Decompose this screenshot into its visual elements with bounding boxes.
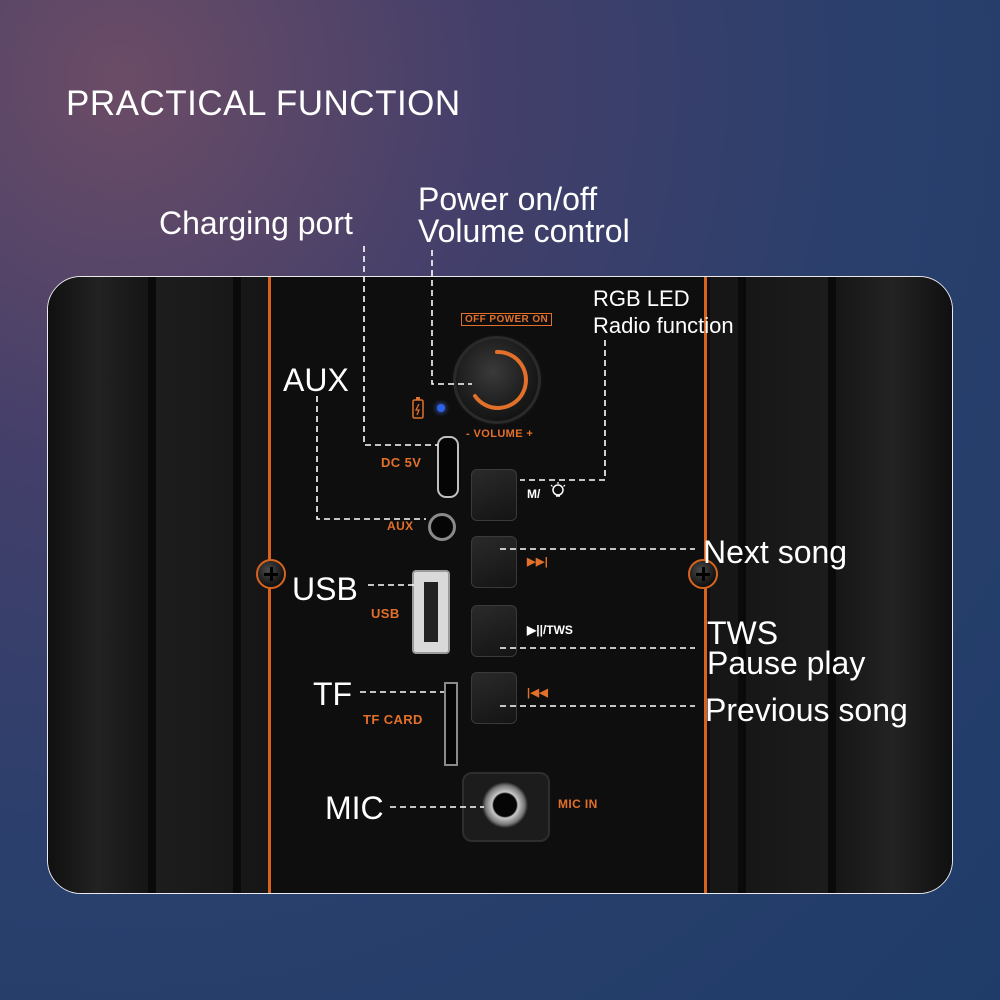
tf-card-slot[interactable] <box>444 682 458 766</box>
panel-ridge <box>828 277 836 893</box>
play-pause-tws-button[interactable] <box>471 605 517 657</box>
usb-port[interactable] <box>412 570 450 654</box>
play-tws-label: ▶||/TWS <box>527 623 573 637</box>
next-label: ▶▶| <box>527 556 549 568</box>
callout-tws: TWS <box>707 615 779 651</box>
prev-label: |◀◀ <box>527 687 549 699</box>
bulb-icon <box>550 482 566 497</box>
callout-pause-play: Pause play <box>707 645 866 681</box>
headline: PRACTICAL FUNCTION <box>66 84 461 123</box>
aux-label: AUX <box>387 519 414 533</box>
tf-card-label: TF CARD <box>363 712 423 727</box>
callout-power: Power on/off <box>418 181 598 217</box>
mode-label: M/ <box>527 487 541 501</box>
panel-ridge <box>738 277 746 893</box>
callout-aux: AUX <box>283 362 349 398</box>
mic-in-label: MIC IN <box>558 797 598 811</box>
next-button[interactable] <box>471 536 517 588</box>
volume-label: - VOLUME + <box>466 428 534 440</box>
battery-icon <box>412 397 424 419</box>
usb-label: USB <box>371 606 400 621</box>
screw-icon <box>688 559 718 589</box>
screw-icon <box>256 559 286 589</box>
previous-button[interactable] <box>471 672 517 724</box>
callout-next-song: Next song <box>703 534 848 570</box>
callout-tf: TF <box>313 676 353 712</box>
panel-side-right <box>832 277 952 893</box>
callout-previous-song: Previous song <box>705 692 908 728</box>
panel-side-left <box>48 277 148 893</box>
panel-ridge <box>148 277 156 893</box>
aux-port[interactable] <box>428 513 456 541</box>
callout-rgb: RGB LED <box>593 286 690 311</box>
charge-led <box>437 404 445 412</box>
mic-port[interactable] <box>482 782 528 828</box>
panel-ridge <box>233 277 241 893</box>
callout-mic: MIC <box>325 790 384 826</box>
callout-radio: Radio function <box>593 313 734 338</box>
usb-port-slot <box>424 582 438 642</box>
mic-jack-housing <box>462 772 550 842</box>
charging-port[interactable] <box>437 436 459 498</box>
callout-usb: USB <box>292 571 358 607</box>
callout-volume: Volume control <box>418 213 630 249</box>
dc-label: DC 5V <box>381 455 422 470</box>
power-switch-label: OFF POWER ON <box>461 313 553 326</box>
mode-button[interactable] <box>471 469 517 521</box>
callout-charging-port: Charging port <box>159 205 353 241</box>
knob-ring-icon <box>473 349 528 410</box>
